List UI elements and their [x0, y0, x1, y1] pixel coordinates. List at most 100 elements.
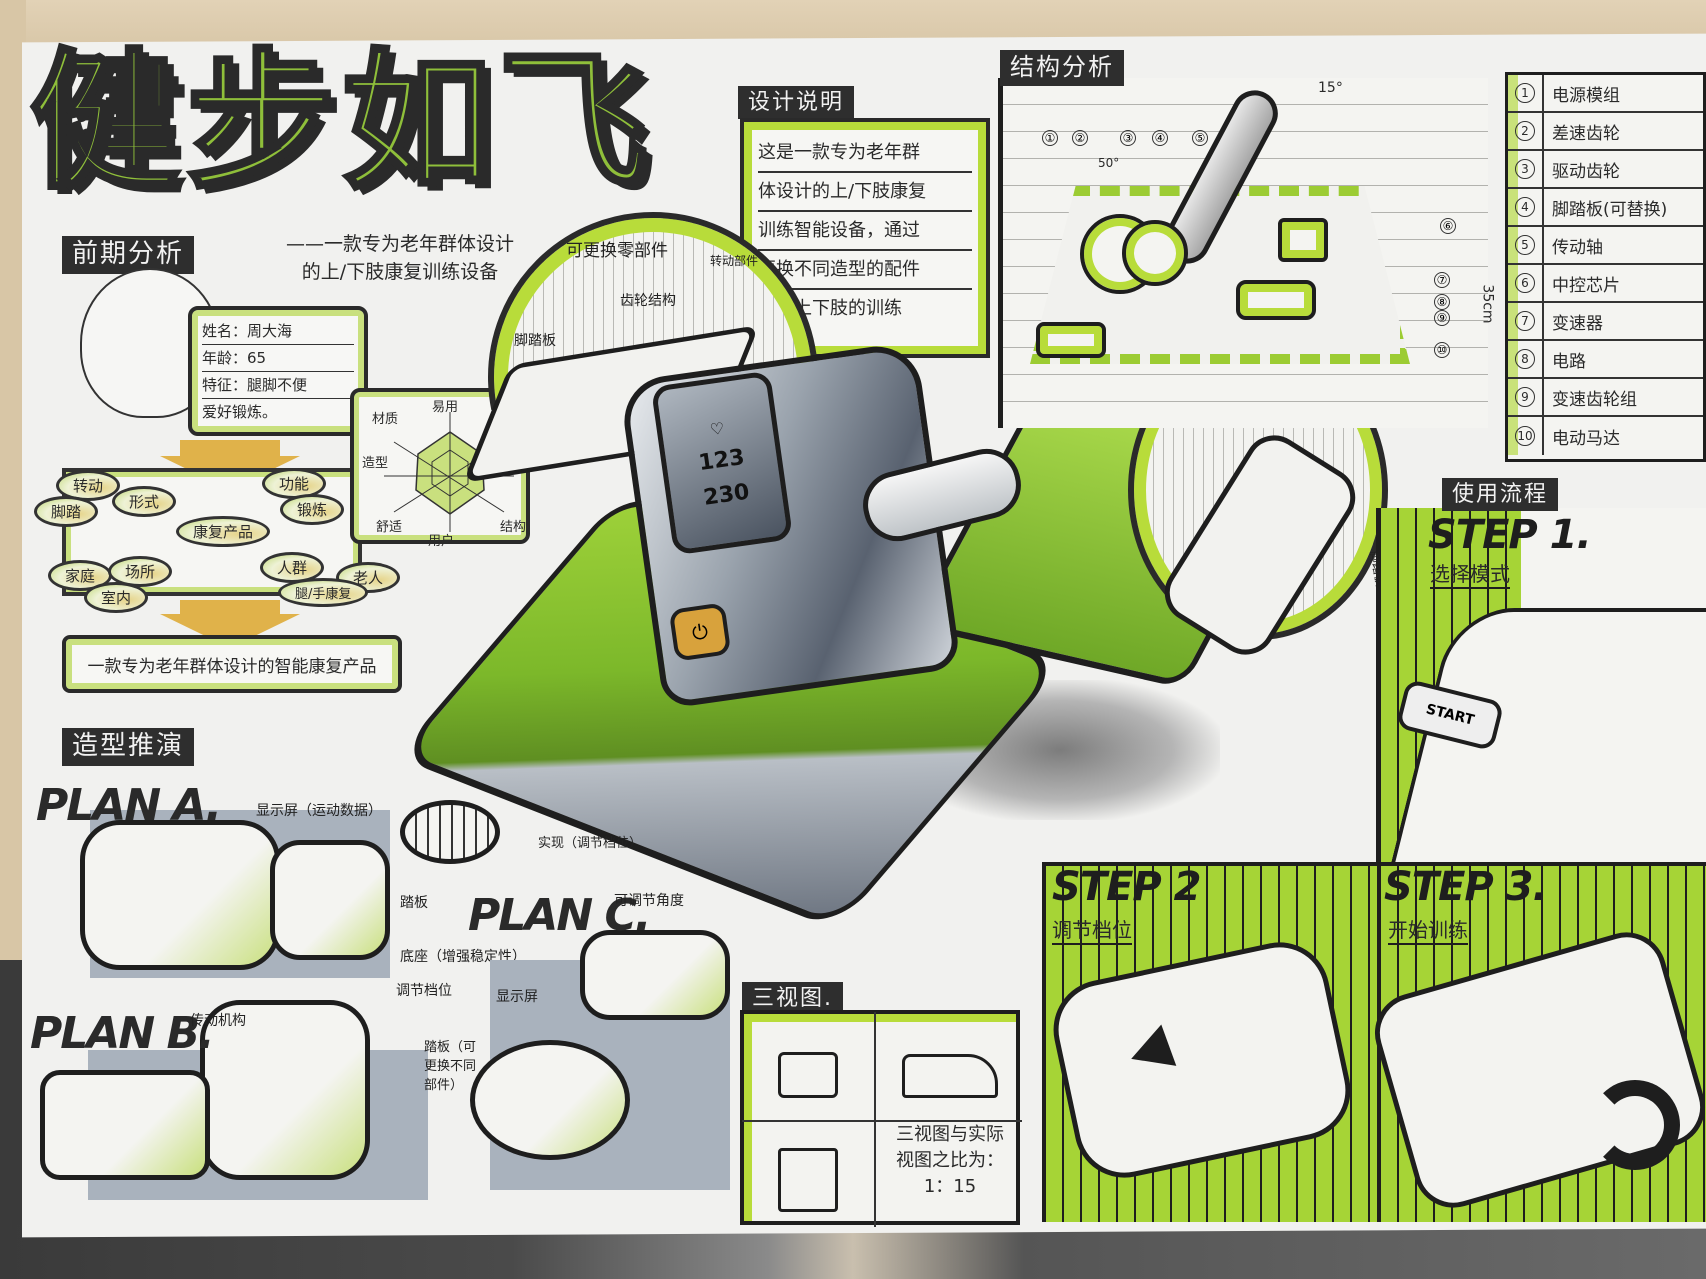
part-name: 电路 [1552, 351, 1586, 372]
section-header-preliminary-analysis: 前期分析 [62, 236, 195, 274]
three-views-scale-note: 三视图与实际 视图之比为： 1：15 [880, 1122, 1020, 1200]
plan-b-note: 调节档位 [396, 983, 452, 999]
structure-marker: ⑥ [1440, 218, 1456, 234]
part-name: 变速齿轮组 [1552, 389, 1637, 410]
table-surface-left [0, 0, 26, 960]
top-view-sketch [778, 1148, 838, 1212]
radar-label: 造型 [362, 456, 389, 471]
step3-title: STEP 3. [1384, 864, 1548, 910]
plan-c-note: 可调节角度 [614, 893, 684, 909]
part-number: 5 [1515, 235, 1535, 255]
gear-icon [1122, 220, 1188, 286]
part-name: 驱动齿轮 [1552, 161, 1620, 182]
view-divider [874, 1012, 876, 1227]
radar-label: 结构 [500, 520, 527, 535]
battery-module-icon [1278, 218, 1328, 262]
section-header-three-views: 三视图. [742, 982, 843, 1016]
plan-c-sketch-top [580, 930, 730, 1020]
part-number: 6 [1515, 273, 1535, 293]
plan-c-sketch [470, 1040, 630, 1160]
side-view-sketch [902, 1054, 998, 1098]
callout-replaceable-parts: 可更换零部件 [566, 241, 668, 261]
part-number: 1 [1515, 83, 1535, 103]
part-number: 3 [1515, 159, 1535, 179]
description-line: 更换不同造型的配件 [758, 251, 972, 290]
flow-arrow-2-stem [180, 600, 280, 618]
screen-value-top: 123 [697, 444, 747, 476]
power-module-icon [1036, 322, 1106, 358]
screen-value-bottom: 230 [701, 479, 751, 511]
plan-c-note: 显示屏 [496, 989, 538, 1005]
plan-a-note: 实现（调节档位） [538, 836, 643, 851]
radar-label: 易用 [432, 400, 459, 415]
part-number: 7 [1515, 311, 1535, 331]
callout-gear-mechanism: 齿轮结构 [620, 293, 676, 309]
section-header-design-description: 设计说明 [738, 86, 855, 120]
part-name: 差速齿轮 [1552, 123, 1620, 144]
part-name: 中控芯片 [1552, 275, 1620, 296]
structure-marker: ⑤ [1192, 130, 1208, 146]
persona-name: 姓名：周大海 [202, 318, 354, 345]
callout-footplate: 脚踏板 [514, 333, 556, 349]
structure-marker: ③ [1120, 130, 1136, 146]
parts-row: 6 中控芯片 [1508, 265, 1703, 303]
parts-row: 3 驱动齿轮 [1508, 151, 1703, 189]
power-icon: ⏻ [668, 602, 732, 662]
persona-card: 姓名：周大海 年龄：65 特征：腿脚不便 爱好锻炼。 [188, 306, 368, 436]
structure-marker: ④ [1152, 130, 1168, 146]
part-name: 脚踏板(可替换) [1552, 199, 1668, 220]
structure-marker: ⑧ [1434, 294, 1450, 310]
heart-icon: ♡ [708, 417, 726, 439]
mindmap-node: 锻炼 [280, 494, 345, 525]
background-shadow-left [0, 960, 22, 1260]
plan-b-note: 踏板（可更换不同部件） [424, 1040, 477, 1093]
three-views-frame [740, 1010, 1022, 1227]
structure-marker: ⑦ [1434, 272, 1450, 288]
plan-a-note: 显示屏（运动数据） [256, 803, 382, 819]
front-view-sketch [778, 1052, 838, 1098]
step2-subtitle: 调节档位 [1052, 914, 1132, 945]
mindmap-node: 形式 [112, 486, 177, 517]
scale-note-line: 三视图与实际 [896, 1124, 1004, 1145]
radar-label: 用户 [428, 534, 455, 549]
device-screen: ♡ 123 230 [650, 370, 794, 556]
usage-flow-step1-panel [1376, 508, 1706, 878]
poster-subtitle: ——一款专为老年群体设计的上/下肢康复训练设备 [285, 233, 514, 283]
part-name: 电动马达 [1552, 428, 1620, 449]
mindmap-center-node: 康复产品 [176, 516, 271, 547]
wheel-sketch [400, 800, 500, 864]
plan-b-label: PLAN B. [30, 1008, 215, 1059]
structure-marker: ⑨ [1434, 310, 1450, 326]
mindmap-node: 脚踏 [34, 496, 99, 527]
part-name: 电源模组 [1552, 85, 1620, 106]
section-header-structure-analysis: 结构分析 [1000, 50, 1124, 86]
mindmap-node: 场所 [108, 556, 173, 587]
plan-a-note: 踏板 [400, 895, 428, 911]
plan-a-sketch [80, 820, 280, 970]
part-name: 变速器 [1552, 313, 1603, 334]
angle-label-mid: 50° [1098, 156, 1120, 170]
step1-subtitle: 选择模式 [1430, 558, 1510, 589]
persona-hobby: 爱好锻炼。 [202, 403, 278, 421]
part-number: 2 [1515, 121, 1535, 141]
plan-c-label: PLAN C. [468, 890, 651, 941]
structure-marker: ① [1042, 130, 1058, 146]
structure-marker: ② [1072, 130, 1088, 146]
parts-row: 7 变速器 [1508, 303, 1703, 341]
mindmap-node: 腿/手康复 [278, 578, 369, 607]
poster-title: 健步如飞 [28, 36, 655, 210]
plan-a-sketch-secondary [270, 840, 390, 960]
rotate-arrow-icon [1590, 1080, 1680, 1170]
persona-age: 年龄：65 [202, 345, 354, 372]
analysis-conclusion: 一款专为老年群体设计的智能康复产品 [62, 635, 402, 693]
step3-subtitle: 开始训练 [1388, 914, 1468, 945]
parts-row: 2 差速齿轮 [1508, 113, 1703, 151]
plan-a-label: PLAN A. [36, 780, 222, 831]
flow-arrow-1-stem [180, 440, 280, 458]
step1-title: STEP 1. [1428, 512, 1592, 558]
